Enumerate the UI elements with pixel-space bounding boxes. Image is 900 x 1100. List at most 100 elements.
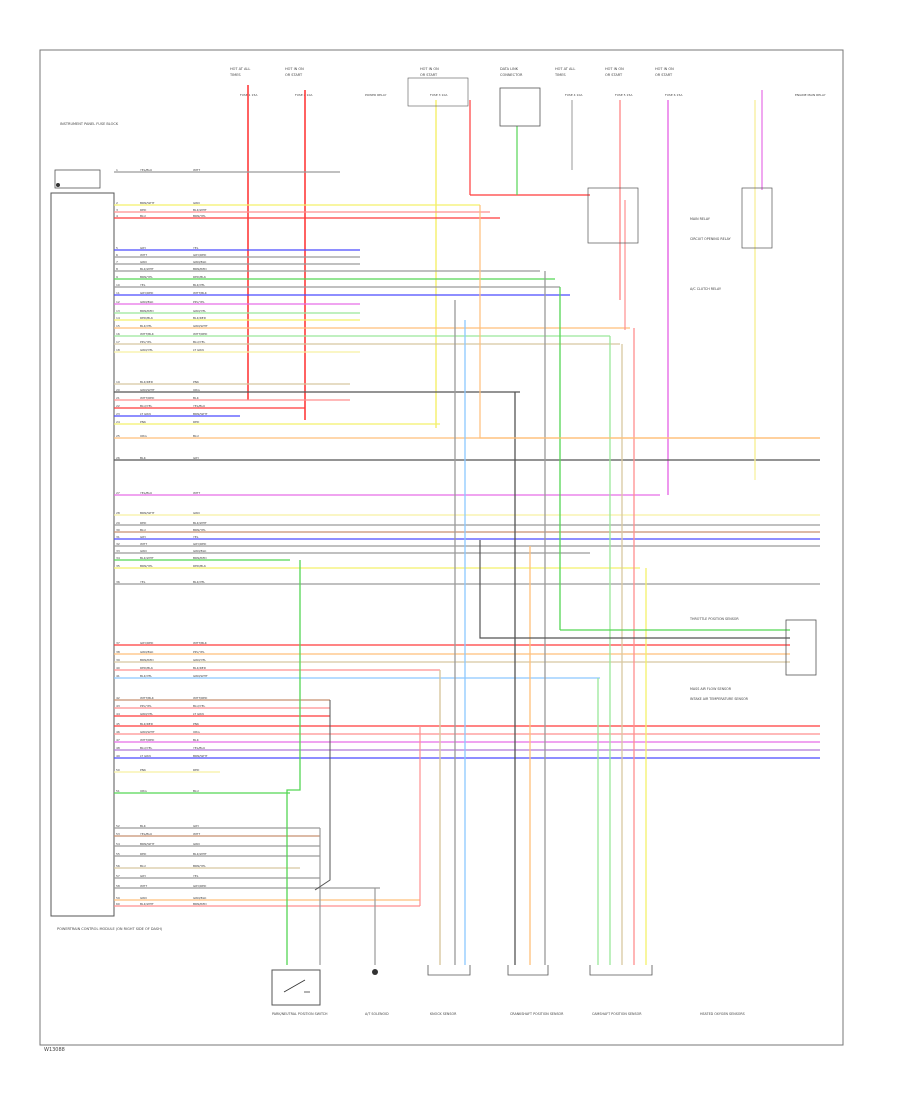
pin-number: 2	[116, 201, 118, 205]
wire-code-label: BLU/YEL	[140, 746, 153, 750]
wire-code-label: PPL/YEL	[140, 340, 152, 344]
wire-code-label-2: BLU/YEL	[193, 704, 206, 708]
pin-number: 12	[116, 300, 120, 304]
wire-code-label: LT GRN	[140, 754, 151, 758]
pin-number: 57	[116, 874, 120, 878]
pin-number: 26	[116, 456, 120, 460]
wire-code-label-2: RED	[193, 420, 200, 424]
relay-box-2	[741, 187, 773, 249]
wire-code-label-2: BLU	[193, 434, 199, 438]
wire-code-label-2: GRN/WHT	[193, 674, 208, 678]
wire-code-label: RED	[140, 852, 147, 856]
pin-number: 34	[116, 556, 120, 560]
wire-orange-main	[479, 205, 820, 439]
wire-code-label: BLK	[140, 824, 147, 828]
wire-code-label-2: WHT/RED	[193, 696, 208, 700]
bottom-component-label: CAMSHAFT POSITION SENSOR	[592, 1012, 642, 1016]
wire-code-label: YEL/BLU	[140, 491, 152, 495]
bottom-component-label: HEATED OXYGEN SENSORS	[700, 1012, 745, 1016]
relay-box-1	[587, 187, 639, 244]
wire-code-label: GRN/WHT	[140, 388, 155, 392]
wire-code-label-2: PPL/YEL	[193, 300, 205, 304]
pin-number: 46	[116, 730, 120, 734]
pin-number: 13	[116, 309, 120, 313]
wire-code-label-2: GRN	[193, 842, 200, 846]
pin-number: 38	[116, 650, 120, 654]
ipfb-label: INSTRUMENT PANEL FUSE BLOCK	[60, 122, 119, 126]
wire-code-label: ORG	[140, 434, 147, 438]
wire-code-label-2: GRN/YEL	[193, 309, 206, 313]
pin-number: 40	[116, 666, 120, 670]
pin-number: 11	[116, 291, 120, 295]
bottom-component-label: CRANKSHAFT POSITION SENSOR	[510, 1012, 564, 1016]
pin-number: 20	[116, 388, 120, 392]
wire-code-label-2: YEL	[193, 246, 199, 250]
wire-code-label: BLK	[140, 456, 147, 460]
wire-code-label-2: GRN/YEL	[193, 658, 206, 662]
wire-code-label-2: BRN/WHT	[193, 412, 208, 416]
wire-code-label: YEL	[140, 580, 146, 584]
pin-number: 33	[116, 549, 120, 553]
fuse-label-line2: TIMES	[554, 73, 566, 77]
pin-number: 28	[116, 511, 120, 515]
wire-code-label-2: LT GRN	[193, 712, 204, 716]
wire-code-label-2: WHT	[193, 832, 200, 836]
pin-number: 30	[116, 528, 120, 532]
pin-number: 27	[116, 491, 120, 495]
wire-code-label: BRN/YEL	[140, 564, 153, 568]
wire-code-label: BLU/YEL	[140, 404, 153, 408]
wire-code-label-2: BLK/RED	[193, 316, 207, 320]
pin-number: 55	[116, 852, 120, 856]
right-component-label: CIRCUIT OPENING RELAY	[690, 237, 732, 241]
wire-code-label-2: ORG	[193, 388, 200, 392]
wire-code-label-2: PNK	[193, 722, 200, 726]
pin-number: 48	[116, 746, 120, 750]
pin-number: 60	[116, 902, 120, 906]
right-component-label: INTAKE AIR TEMPERATURE SENSOR	[690, 697, 749, 701]
pin-number: 50	[116, 768, 120, 772]
wire-code-label: YEL/BLU	[140, 832, 152, 836]
fuse-label-line1: HOT IN ON	[285, 67, 304, 71]
bottom-component-label: PARK/NEUTRAL POSITION SWITCH	[272, 1012, 328, 1016]
bottom-component-label: A/T SOLENOID	[365, 1012, 389, 1016]
wire-code-label-2: BLK/WHT	[193, 852, 207, 856]
ground-icon	[372, 969, 378, 975]
ecm-module-box	[50, 192, 115, 917]
wire-code-label: GRY	[140, 874, 146, 878]
power-relay-box	[407, 77, 469, 107]
connector-bracket-3	[589, 965, 653, 976]
switch-icon	[283, 979, 310, 993]
wire-code-label: BRN/RED	[140, 658, 154, 662]
wire-code-label: GRY	[140, 535, 146, 539]
dlc-box	[499, 87, 541, 127]
fuse-rating: FUSE 2 10A	[295, 93, 313, 97]
fuse-rating: ENGINE MAIN RELAY	[795, 93, 826, 97]
wire-code-label-2: RED/BLK	[193, 564, 207, 568]
wire-code-label-2: PNK	[193, 380, 200, 384]
pin-number: 43	[116, 704, 120, 708]
pin-number: 4	[116, 214, 118, 218]
diagram-footer-code: W13088	[44, 1047, 65, 1053]
fuse-rating: FUSE 4 10A	[565, 93, 583, 97]
wire-code-label: RED	[140, 208, 147, 212]
wire-code-label-2: WHT/BLK	[193, 291, 208, 295]
wire-code-label-2: BLK/YEL	[193, 580, 205, 584]
pin-number: 21	[116, 396, 120, 400]
pin-number: 45	[116, 722, 120, 726]
wire-code-label: GRY/RED	[140, 291, 154, 295]
ipfb-component	[54, 169, 101, 189]
wire-code-label: LT GRN	[140, 412, 151, 416]
wire-code-label: YEL	[140, 283, 146, 287]
fuse-label-line2: OR START	[605, 73, 623, 77]
fuse-label-line2: OR START	[420, 73, 438, 77]
wire-code-label-2: BLK	[193, 738, 200, 742]
wire-code-label: PNK	[140, 768, 147, 772]
pin-number: 25	[116, 434, 120, 438]
fuse-rating: FUSE 5 15A	[615, 93, 633, 97]
pin-labels: 1234567891011121314151617181920212223242…	[116, 168, 208, 906]
ecm-module-label: POWERTRAIN CONTROL MODULE (ON RIGHT SIDE…	[57, 927, 163, 931]
fuse-label-line1: HOT IN ON	[420, 67, 439, 71]
right-component-label: MASS AIR FLOW SENSOR	[690, 687, 732, 691]
wire-code-label: BRN/WHT	[140, 511, 155, 515]
